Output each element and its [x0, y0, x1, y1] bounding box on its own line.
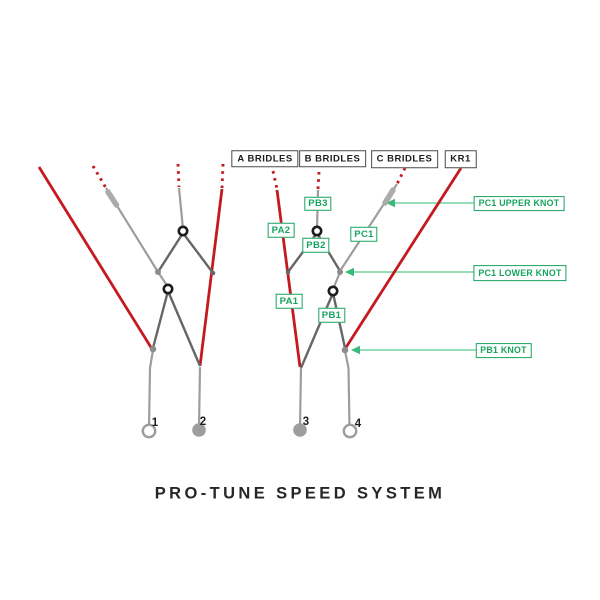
callout-pb1-knot: PB1 KNOT — [475, 342, 532, 359]
left-c-junction-dot — [155, 269, 161, 275]
knot-callout-arrows — [345, 198, 478, 355]
callout-pc1-lower-knot: PC1 LOWER KNOT — [473, 265, 567, 281]
pb1-knot-arrowhead-icon — [351, 345, 360, 355]
segment-label-pc1: PC1 — [350, 226, 378, 242]
left-kr-line — [37, 166, 154, 350]
right-lower-knot-left-branch — [299, 292, 335, 369]
pigtail-4-circle — [342, 423, 358, 439]
right-a-junction-dot — [285, 269, 291, 275]
right-pigtail4-line — [343, 350, 351, 428]
left-kr-knot-dot — [149, 345, 157, 353]
segment-label-pb1: PB1 — [317, 307, 346, 323]
pigtail-number-4: 4 — [354, 418, 362, 430]
bridle-overview-left — [37, 163, 225, 439]
right-upper-knot-ring — [311, 225, 323, 237]
right-kr1-line — [343, 167, 463, 350]
left-c-bridle-splice — [105, 189, 120, 208]
header-c-bridles: C BRIDLES — [370, 150, 439, 168]
pb1-knot-dot — [341, 346, 349, 354]
right-b-bridle-dashed-line — [316, 171, 321, 190]
pc1-upper-knot-arrowhead-icon — [386, 198, 395, 208]
left-a-bridle-line — [198, 188, 224, 367]
left-pigtail2-line — [197, 366, 202, 428]
left-lower-knot-ring — [162, 283, 174, 295]
segment-label-pa2: PA2 — [267, 222, 295, 238]
right-a-bridle-dashed-line — [271, 170, 279, 190]
pc1-lower-knot-arrowhead-icon — [345, 267, 354, 277]
segment-label-pa1: PA1 — [275, 293, 303, 309]
header-b-bridles: B BRIDLES — [298, 149, 367, 168]
pigtail-number-3: 3 — [302, 416, 310, 428]
left-upper-knot-right-branch — [182, 232, 214, 274]
header-a-bridles: A BRIDLES — [231, 149, 299, 168]
left-c-bridle-dashed-line — [91, 165, 108, 189]
right-lower-knot-ring — [327, 285, 339, 297]
left-a-junction-dot — [210, 270, 216, 276]
right-c-bridle-splice — [382, 187, 396, 206]
right-pigtail3-line — [298, 367, 303, 428]
left-a-bridle-dashed-line — [220, 163, 225, 189]
left-lower-knot-left-branch — [151, 290, 170, 349]
left-lower-knot-right-branch — [166, 290, 202, 367]
left-b-bridle-line — [177, 187, 185, 230]
pigtail-1-circle — [141, 423, 157, 439]
left-upper-knot-ring — [177, 225, 189, 237]
left-b-bridle-dashed-line — [176, 163, 181, 188]
header-kr1: KR1 — [444, 150, 477, 168]
right-c-bridle-dashed-line — [395, 167, 407, 185]
segment-label-pb3: PB3 — [304, 196, 332, 211]
pigtail-2-circle — [192, 423, 206, 437]
pc1-lower-knot-dot — [337, 269, 343, 275]
left-pigtail1-line — [147, 349, 155, 429]
diagram-title: PRO-TUNE SPEED SYSTEM — [154, 484, 446, 503]
right-a-bridle-line — [275, 189, 302, 368]
segment-label-pb2: PB2 — [302, 237, 330, 253]
pigtail-3-circle — [293, 423, 307, 437]
callout-pc1-upper-knot: PC1 UPPER KNOT — [473, 195, 565, 212]
left-upper-knot-left-branch — [156, 232, 185, 273]
pigtail-number-2: 2 — [199, 416, 207, 428]
pigtail-number-1: 1 — [151, 417, 159, 429]
